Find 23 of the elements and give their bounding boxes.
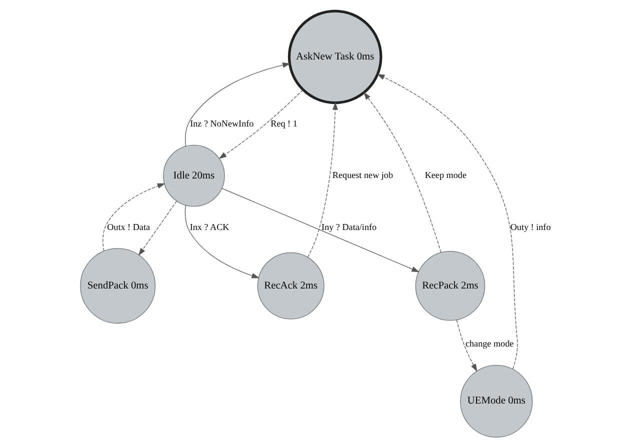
edge-label: Inz ? NoNewInfo: [190, 118, 254, 128]
edge-label: Req ! 1: [270, 118, 298, 128]
node-circle: AskNew Task 0ms: [288, 10, 382, 104]
node-circle: RecPack 2ms: [415, 250, 486, 321]
arrow: [185, 62, 290, 147]
arrow: [138, 200, 177, 256]
arrow: [376, 74, 518, 370]
arrow: [102, 183, 166, 252]
node-circle: Idle 20ms: [163, 144, 225, 207]
arrow: [184, 204, 260, 278]
edge-label: Keep mode: [424, 170, 467, 180]
edge-label: Outy ! info: [510, 222, 551, 232]
edge-label: Iny ? Data/info: [322, 222, 377, 232]
arrow: [308, 102, 338, 258]
edge-label: change mode: [465, 338, 514, 349]
arrow: [364, 92, 442, 253]
edge-label: Request new job: [332, 170, 394, 180]
node-circle: RecAck 2ms: [257, 252, 324, 320]
arrow: [456, 320, 478, 372]
arrow: [218, 90, 304, 159]
edge-label: Inx ? ACK: [190, 222, 230, 232]
edge-label: Outx ! Data: [107, 222, 150, 232]
arrow: [222, 188, 420, 272]
